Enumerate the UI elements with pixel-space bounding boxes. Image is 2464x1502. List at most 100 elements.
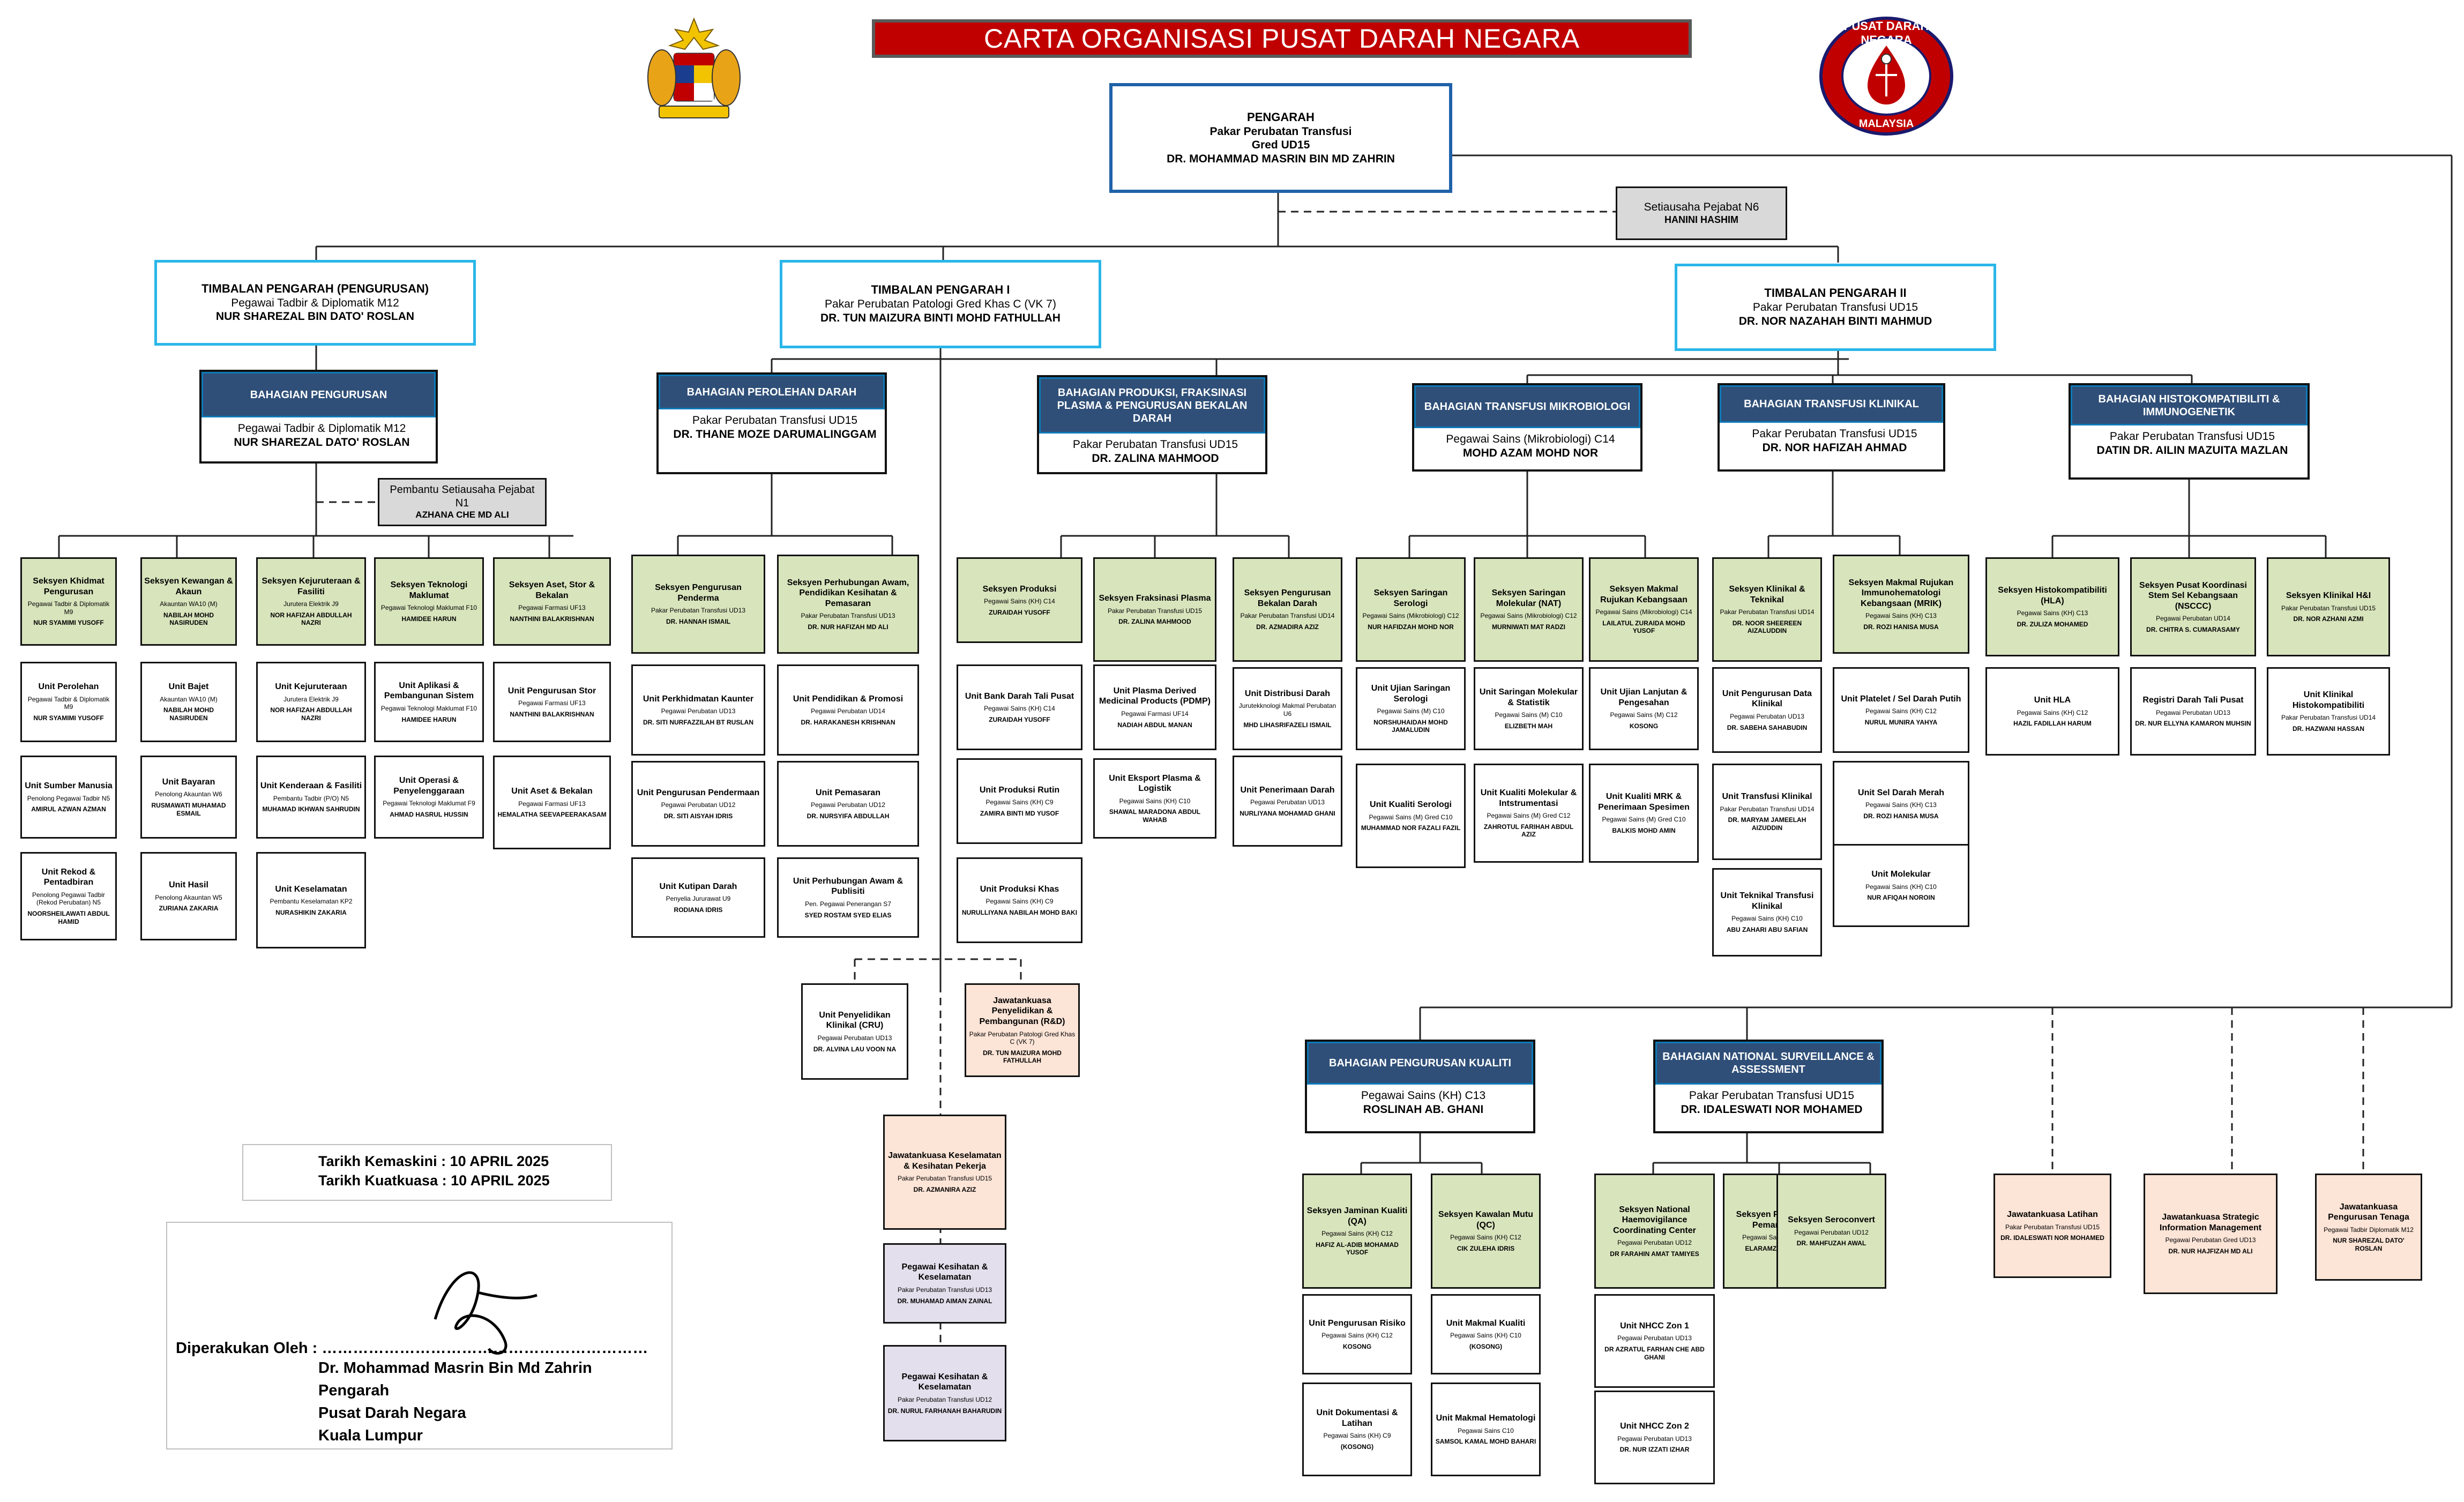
section-box[interactable]: Seksyen Kawalan Mutu (QC)Pegawai Sains (… [1431, 1174, 1541, 1289]
division-produksi[interactable]: BAHAGIAN PRODUKSI, FRAKSINASI PLASMA & P… [1037, 375, 1267, 474]
box-position: Pegawai Sains (Mikrobiologi) C14 [1595, 608, 1692, 616]
section-box[interactable]: Seksyen Histokompatibiliti (HLA)Pegawai … [1985, 557, 2119, 656]
section-box[interactable]: Seksyen Pusat Koordinasi Stem Sel Kebang… [2130, 557, 2256, 656]
division-perolehan-darah[interactable]: BAHAGIAN PEROLEHAN DARAH Pakar Perubatan… [656, 372, 887, 474]
unit-box[interactable]: Unit Plasma Derived Medicinal Products (… [1093, 664, 1216, 750]
division-pengurusan-kualiti[interactable]: BAHAGIAN PENGURUSAN KUALITI Pegawai Sain… [1305, 1040, 1535, 1133]
division-national-surveillance[interactable]: BAHAGIAN NATIONAL SURVEILLANCE & ASSESSM… [1653, 1040, 1884, 1133]
box-position: Pegawai Sains (KH) C10 [1450, 1332, 1521, 1340]
division-position: Pakar Perubatan Transfusi UD15 [2109, 430, 2275, 443]
division-head-name: DR. THANE MOZE DARUMALINGGAM [673, 428, 877, 441]
committee-box[interactable]: Jawatankuasa Penyelidikan & Pembangunan … [965, 983, 1080, 1077]
box-title: Seksyen Kewangan & Akaun [144, 577, 233, 596]
secretary-box[interactable]: Setiausaha Pejabat N6 HANINI HASHIM [1616, 186, 1787, 240]
section-box[interactable]: Seksyen Makmal Rujukan Immunohematologi … [1833, 555, 1969, 654]
director-box[interactable]: PENGARAH Pakar Perubatan Transfusi Gred … [1109, 83, 1452, 193]
division-transfusi-klinikal[interactable]: BAHAGIAN TRANSFUSI KLINIKAL Pakar Peruba… [1718, 383, 1945, 472]
section-box[interactable]: Seksyen Jaminan Kualiti (QA)Pegawai Sain… [1302, 1174, 1412, 1289]
box-position: Pegawai Farmasi UF14 [1121, 709, 1189, 718]
deputy-2-box[interactable]: TIMBALAN PENGARAH II Pakar Perubatan Tra… [1675, 264, 1996, 351]
pembantu-setiausaha-box[interactable]: Pembantu Setiausaha Pejabat N1 AZHANA CH… [378, 478, 547, 526]
committee-box[interactable]: Jawatankuasa Keselamatan & Kesihatan Pek… [883, 1115, 1006, 1230]
box-person-name: NUR SYAMIMI YUSOFF [33, 619, 104, 627]
division-pengurusan[interactable]: BAHAGIAN PENGURUSAN Pegawai Tadbir & Dip… [199, 370, 438, 464]
division-transfusi-mikrobiologi[interactable]: BAHAGIAN TRANSFUSI MIKROBIOLOGI Pegawai … [1412, 383, 1642, 472]
deputy-1-box[interactable]: TIMBALAN PENGARAH I Pakar Perubatan Pato… [780, 260, 1101, 348]
section-box[interactable]: Seksyen National Haemovigilance Coordina… [1594, 1174, 1715, 1289]
box-position: Pegawai Sains (KH) C9 [1323, 1432, 1391, 1440]
section-box[interactable]: Seksyen Perhubungan Awam, Pendidikan Kes… [777, 555, 919, 654]
deputy-management-box[interactable]: TIMBALAN PENGARAH (PENGURUSAN) Pegawai T… [154, 260, 476, 346]
division-histokompatibiliti[interactable]: BAHAGIAN HISTOKOMPATIBILITI & IMMUNOGENE… [2069, 383, 2310, 480]
box-position: Pegawai Perubatan UD13 [1617, 1434, 1692, 1443]
section-box[interactable]: Seksyen Saringan Molekular (NAT)Pegawai … [1474, 557, 1584, 662]
committee-box[interactable]: Jawatankuasa Strategic Information Manag… [2144, 1174, 2278, 1294]
unit-box[interactable]: Unit Penyelidikan Klinikal (CRU)Pegawai … [801, 983, 908, 1080]
